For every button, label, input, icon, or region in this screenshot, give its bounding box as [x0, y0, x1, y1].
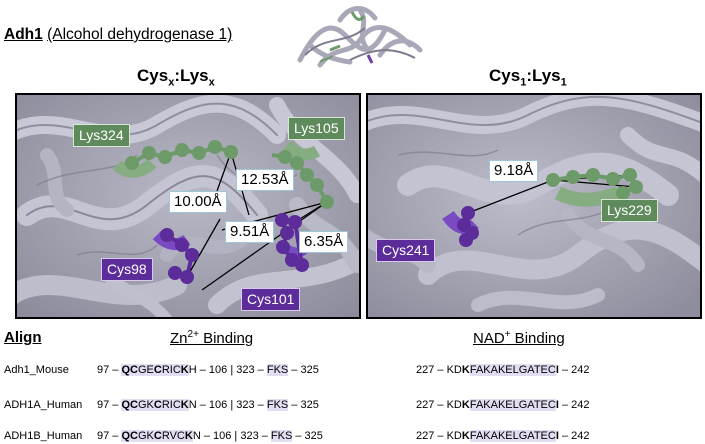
- sequence-segment: GE: [137, 364, 154, 376]
- sequence-segment: 97 –: [97, 364, 122, 376]
- sequence-segment: – 325: [288, 364, 319, 376]
- sequence-segment: K: [461, 430, 470, 442]
- heading-sub: x: [208, 76, 215, 89]
- sequence-segment: I: [555, 399, 559, 411]
- right-structure-panel: Lys229 Cys241 9.18Å: [366, 93, 702, 319]
- sequence-segment: – 106 | 323 –: [196, 364, 267, 376]
- heading-sub: 1: [560, 76, 567, 89]
- zn-sequence: 97 – QCGKCRICKN – 106 | 323 – FKS – 325: [97, 399, 319, 411]
- heading-text: Binding: [198, 330, 254, 347]
- sequence-segment: FAKAKELGATEC: [469, 430, 556, 442]
- sequence-segment: – 242: [558, 430, 590, 442]
- zn-binding-heading: Zn2+ Binding: [170, 329, 253, 347]
- protein-overview-image: [297, 6, 423, 68]
- sequence-segment: 227 – KD: [416, 364, 462, 376]
- sequence-segment: 97 –: [97, 430, 122, 442]
- zn-sequence: 97 – QCGKCRVCKN – 106 | 323 – FKS – 325: [97, 430, 323, 442]
- heading-text: Binding: [510, 330, 565, 347]
- sequence-segment: RIC: [161, 399, 181, 411]
- distance-label: 12.53Å: [236, 169, 294, 191]
- sequence-segment: C: [130, 430, 138, 442]
- sequence-segment: – 242: [558, 364, 590, 376]
- residue-label-lys105: Lys105: [288, 117, 345, 140]
- sequence-segment: C: [130, 364, 138, 376]
- sequence-segment: GK: [137, 399, 154, 411]
- heading-text: NAD: [473, 330, 505, 347]
- distance-label: 9.51Å: [225, 221, 275, 243]
- sequence-segment: – 242: [558, 399, 590, 411]
- sequence-segment: Q: [121, 399, 131, 411]
- left-structure-panel: Lys324 Lys105 Cys98 Cys101 12.53Å 10.00Å…: [15, 93, 361, 319]
- heading-sup: 2+: [187, 329, 199, 340]
- alignment-row-name: ADH1A_Human: [4, 399, 83, 411]
- residue-label-cys241: Cys241: [376, 239, 436, 262]
- protein-full-name: (Alcohol dehydrogenase 1): [47, 26, 233, 43]
- residue-label-lys229: Lys229: [601, 199, 658, 222]
- heading-sub: x: [168, 76, 175, 89]
- sequence-segment: N: [192, 430, 201, 442]
- heading-sub: 1: [520, 76, 527, 89]
- left-panel-heading: Cysx:Lysx: [137, 66, 215, 88]
- sequence-segment: I: [555, 364, 559, 376]
- distance-label: 9.18Å: [489, 160, 539, 182]
- sequence-segment: K: [461, 364, 470, 376]
- heading-sup: +: [504, 329, 511, 340]
- sequence-segment: 227 – KD: [416, 430, 462, 442]
- sequence-segment: RVC: [161, 430, 185, 442]
- sequence-segment: Q: [121, 430, 131, 442]
- sequence-segment: RIC: [161, 364, 181, 376]
- sequence-segment: H: [188, 364, 197, 376]
- heading-text: Zn: [170, 330, 188, 347]
- alignment-row-name: Adh1_Mouse: [4, 364, 69, 376]
- sequence-segment: 227 – KD: [416, 399, 462, 411]
- sequence-segment: N: [188, 399, 197, 411]
- heading-text: :Lys: [174, 66, 209, 85]
- protein-name: Adh1: [4, 26, 43, 43]
- sequence-segment: – 325: [288, 399, 319, 411]
- sequence-segment: FAKAKELGATEC: [469, 364, 556, 376]
- heading-text: Cys: [489, 66, 521, 85]
- sequence-segment: C: [153, 364, 162, 376]
- sequence-segment: I: [555, 430, 559, 442]
- sequence-segment: K: [184, 430, 193, 442]
- sequence-segment: Q: [121, 364, 131, 376]
- sequence-segment: – 106 | 323 –: [200, 430, 271, 442]
- nad-sequence: 227 – KDKFAKAKELGATECI – 242: [416, 430, 589, 442]
- distance-label: 6.35Å: [299, 231, 349, 253]
- sequence-segment: C: [153, 430, 162, 442]
- sequence-segment: – 325: [292, 430, 323, 442]
- sequence-segment: K: [180, 364, 189, 376]
- residue-label-cys101: Cys101: [241, 288, 301, 311]
- residue-label-cys98: Cys98: [101, 258, 153, 281]
- sequence-segment: C: [153, 399, 162, 411]
- nad-binding-heading: NAD+ Binding: [473, 329, 565, 347]
- heading-text: :Lys: [526, 66, 561, 85]
- nad-sequence: 227 – KDKFAKAKELGATECI – 242: [416, 364, 589, 376]
- align-heading: Align: [4, 329, 42, 346]
- sequence-segment: FKS: [266, 364, 289, 376]
- sequence-segment: K: [461, 399, 470, 411]
- nad-sequence: 227 – KDKFAKAKELGATECI – 242: [416, 399, 589, 411]
- zn-sequence: 97 – QCGECRICKH – 106 | 323 – FKS – 325: [97, 364, 319, 376]
- heading-text: Cys: [137, 66, 169, 85]
- sequence-segment: K: [180, 399, 189, 411]
- sequence-segment: C: [130, 399, 138, 411]
- sequence-segment: 97 –: [97, 399, 122, 411]
- sequence-segment: FKS: [266, 399, 289, 411]
- sequence-segment: FAKAKELGATEC: [469, 399, 556, 411]
- sequence-segment: FKS: [270, 430, 293, 442]
- residue-label-lys324: Lys324: [73, 124, 130, 147]
- figure-title: Adh1 (Alcohol dehydrogenase 1): [4, 26, 232, 44]
- sequence-segment: – 106 | 323 –: [196, 399, 267, 411]
- alignment-row-name: ADH1B_Human: [4, 430, 83, 442]
- right-panel-heading: Cys1:Lys1: [489, 66, 567, 88]
- distance-label: 10.00Å: [169, 191, 227, 213]
- sequence-segment: GK: [137, 430, 154, 442]
